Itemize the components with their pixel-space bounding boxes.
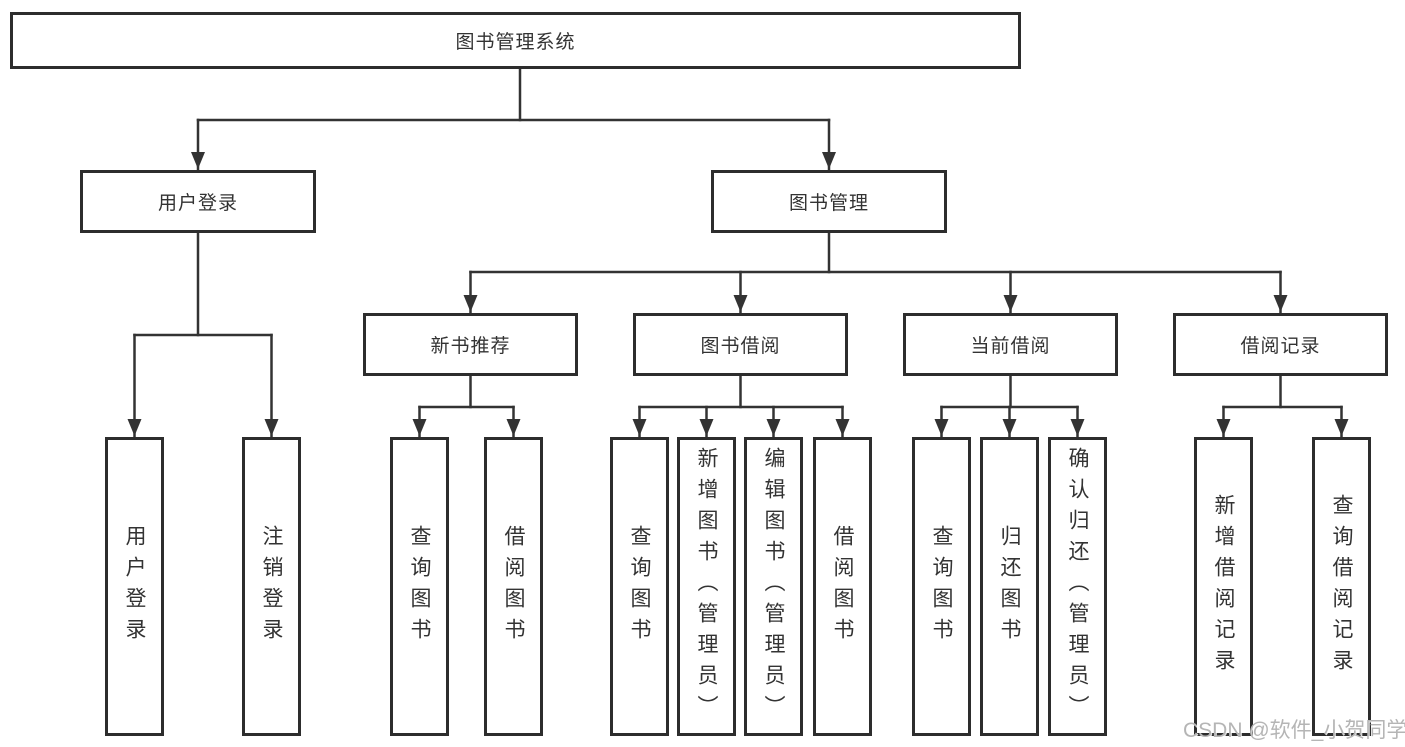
node-add-borrow-record-label: 新增借阅记录 (1212, 493, 1235, 680)
node-edit-book-admin-label: 编辑图书（管理员） (762, 447, 785, 726)
node-borrow-records-label: 借阅记录 (1240, 336, 1321, 357)
node-borrow-book-2: 借阅图书 (813, 437, 872, 736)
node-return-book-label: 归还图书 (998, 524, 1021, 649)
node-borrow-book-2-label: 借阅图书 (831, 524, 854, 649)
node-borrow-book-1-label: 借阅图书 (502, 524, 525, 649)
connector-borrow-records-children (1216, 374, 1349, 438)
node-new-book-recommend-label: 新书推荐 (430, 336, 511, 357)
node-add-book-admin: 新增图书（管理员） (677, 437, 736, 736)
node-query-book-1-label: 查询图书 (408, 524, 431, 649)
node-query-borrow-record: 查询借阅记录 (1312, 437, 1371, 736)
node-user-login-leaf-label: 用户登录 (123, 524, 146, 649)
node-logout-label: 注销登录 (260, 524, 283, 649)
node-confirm-return-admin: 确认归还（管理员） (1048, 437, 1107, 736)
node-query-book-2-label: 查询图书 (628, 524, 651, 649)
node-user-login-label: 用户登录 (157, 193, 238, 214)
node-edit-book-admin: 编辑图书（管理员） (744, 437, 803, 736)
node-query-book-2: 查询图书 (610, 437, 669, 736)
node-new-book-recommend: 新书推荐 (363, 313, 578, 376)
node-library-system: 图书管理系统 (10, 12, 1021, 69)
connector-user-login-children (127, 231, 279, 438)
node-query-borrow-record-label: 查询借阅记录 (1330, 493, 1353, 680)
connector-current-borrow-children (934, 374, 1085, 438)
node-book-borrow: 图书借阅 (633, 313, 848, 376)
node-logout: 注销登录 (242, 437, 301, 736)
node-book-management: 图书管理 (711, 170, 947, 233)
node-confirm-return-admin-label: 确认归还（管理员） (1066, 447, 1089, 726)
node-library-system-label: 图书管理系统 (455, 32, 576, 53)
connector-new-book-recommend-children (412, 374, 521, 438)
node-add-borrow-record: 新增借阅记录 (1194, 437, 1253, 736)
node-current-borrow-label: 当前借阅 (970, 336, 1051, 357)
node-user-login-leaf: 用户登录 (105, 437, 164, 736)
node-book-borrow-label: 图书借阅 (700, 336, 781, 357)
node-borrow-records: 借阅记录 (1173, 313, 1388, 376)
node-query-book-1: 查询图书 (390, 437, 449, 736)
connector-root-to-level2 (191, 67, 836, 171)
node-query-book-3: 查询图书 (912, 437, 971, 736)
node-user-login: 用户登录 (80, 170, 316, 233)
connector-book-management-children (463, 231, 1288, 314)
node-book-management-label: 图书管理 (788, 193, 869, 214)
csdn-watermark: CSDN @软件_小贺同学 (1183, 719, 1405, 742)
node-add-book-admin-label: 新增图书（管理员） (695, 447, 718, 726)
connector-book-borrow-children (632, 374, 850, 438)
node-query-book-3-label: 查询图书 (930, 524, 953, 649)
node-current-borrow: 当前借阅 (903, 313, 1118, 376)
node-return-book: 归还图书 (980, 437, 1039, 736)
node-borrow-book-1: 借阅图书 (484, 437, 543, 736)
